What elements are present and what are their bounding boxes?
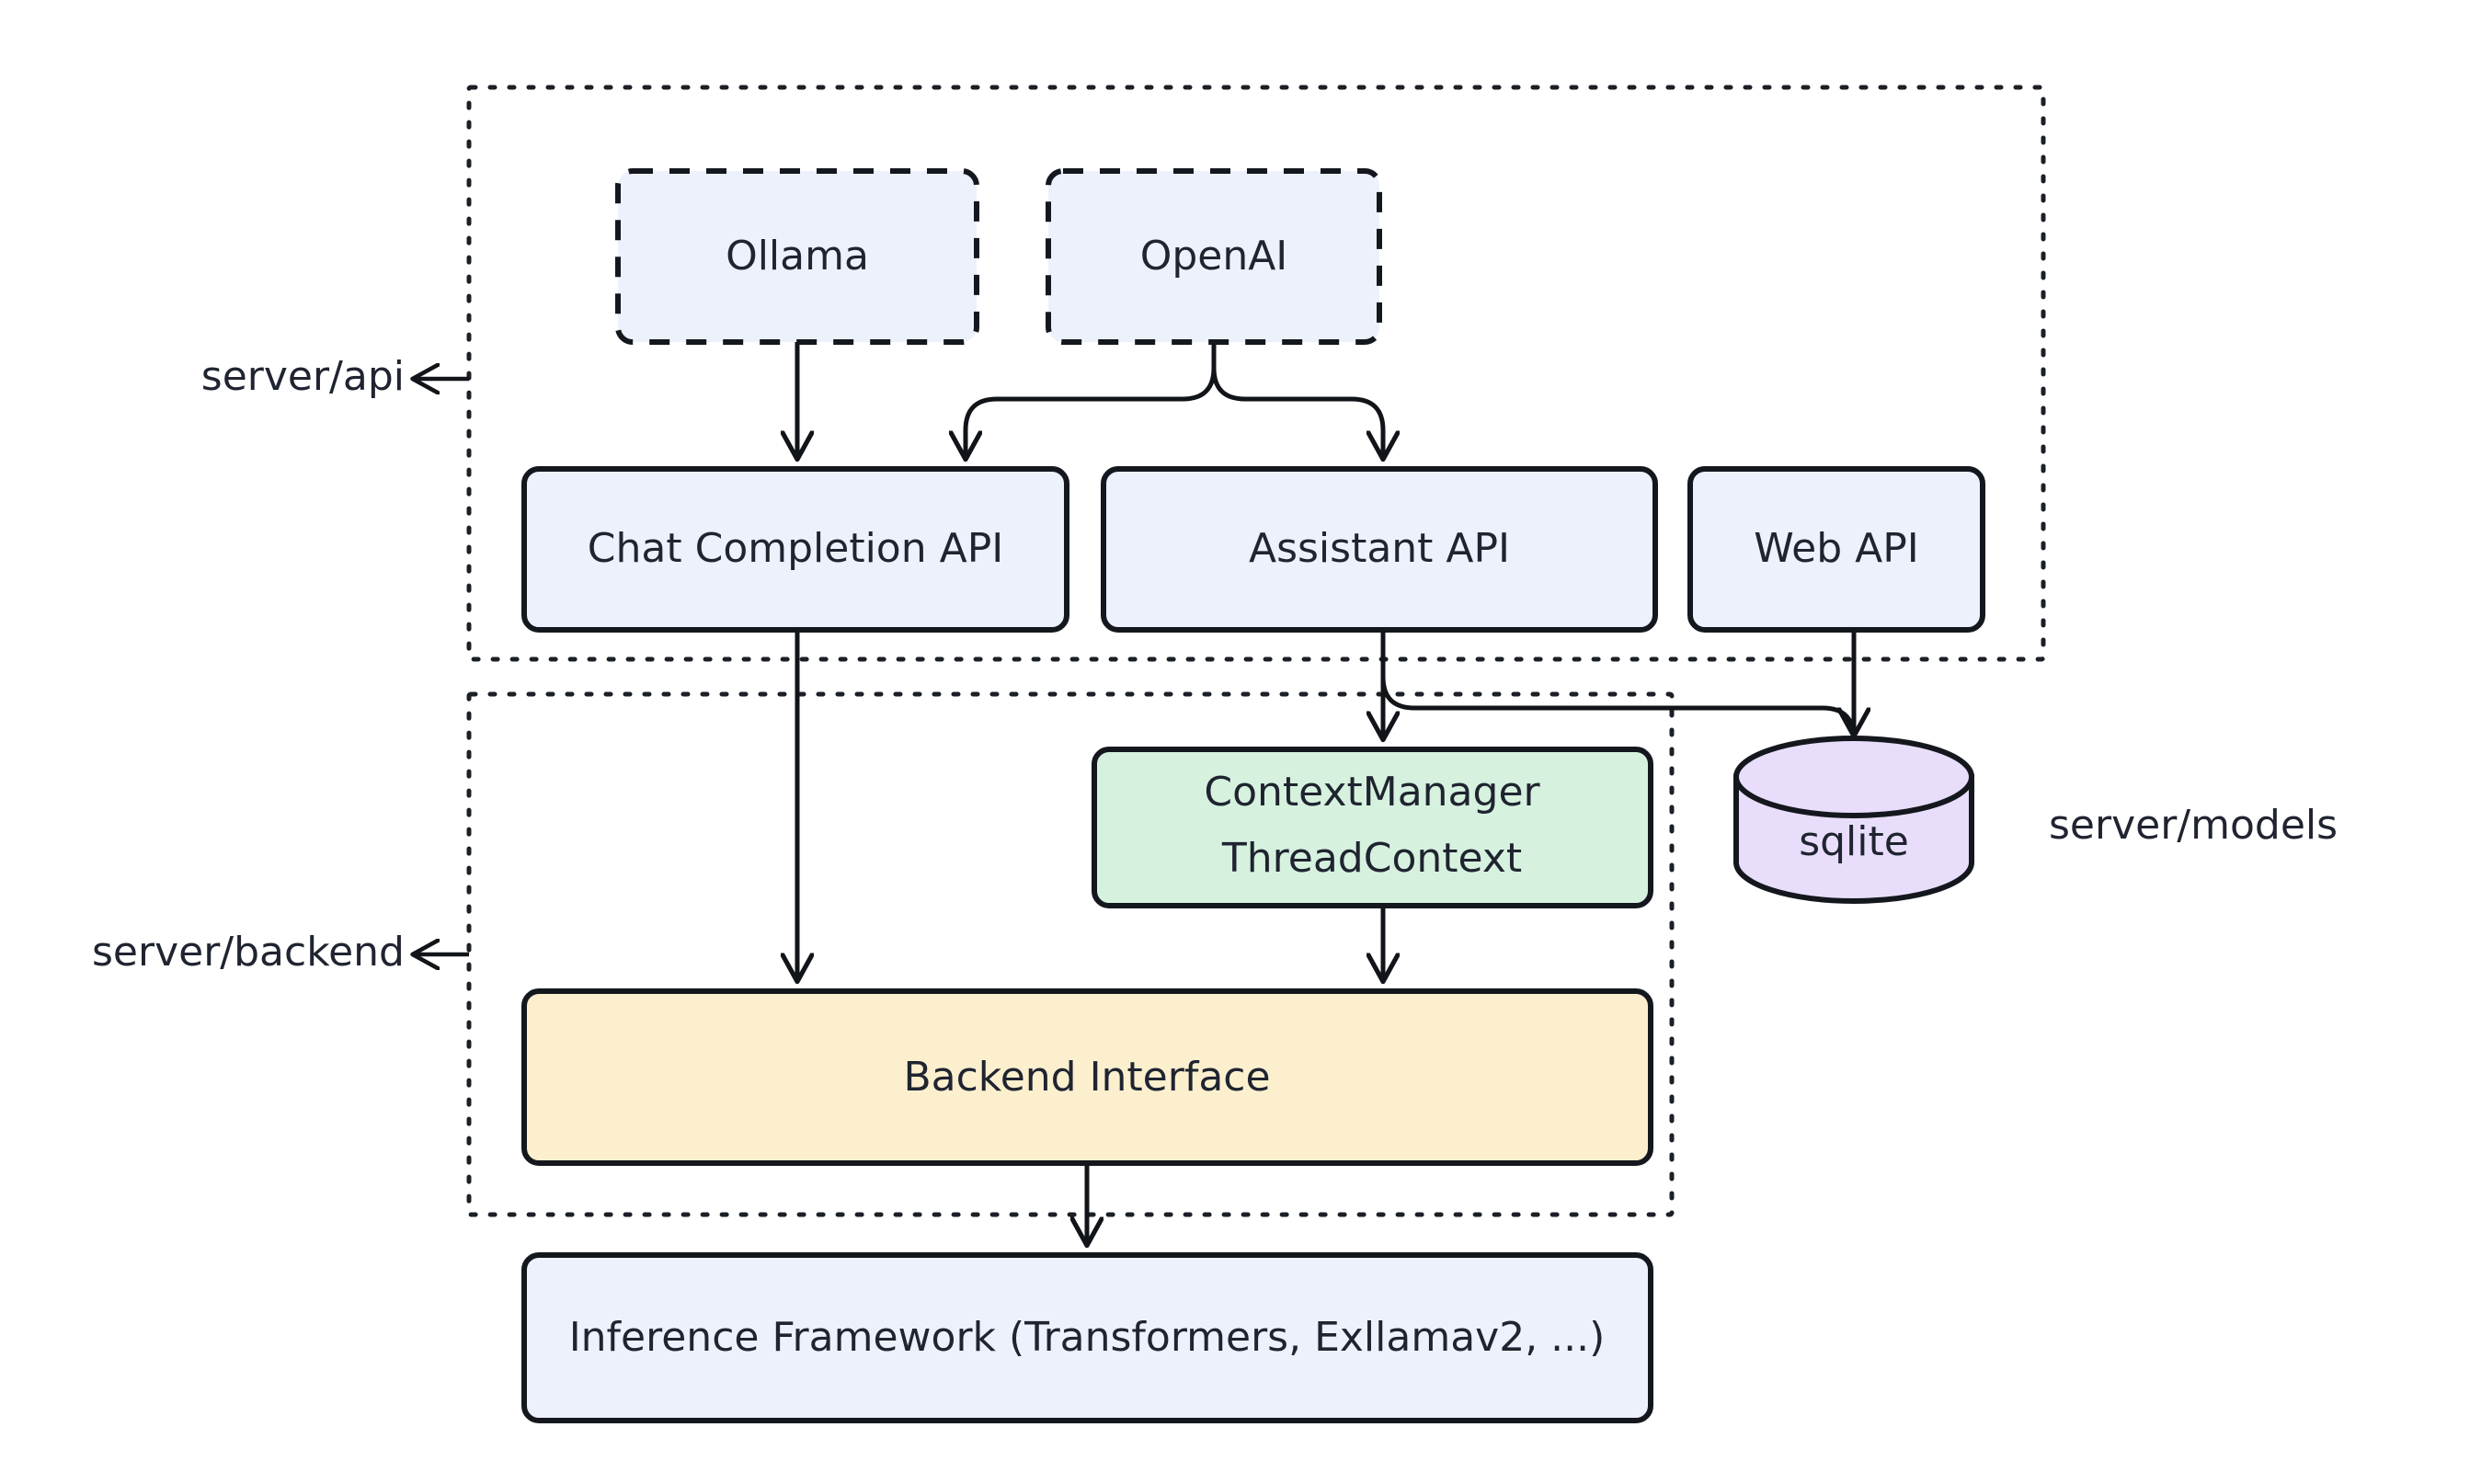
node-chat-completion-api-shape bbox=[521, 466, 1069, 633]
node-chat-completion-api-label: Chat Completion API bbox=[588, 525, 1003, 572]
node-inference-framework-shape bbox=[521, 1252, 1653, 1423]
node-context-manager-label-line1: ContextManager bbox=[1204, 769, 1540, 816]
node-ollama-shape bbox=[615, 168, 979, 345]
node-context-manager-label-line2: ThreadContext bbox=[1221, 835, 1522, 882]
node-web-api-shape bbox=[1687, 466, 1985, 633]
node-sqlite-label: sqlite bbox=[1799, 818, 1909, 865]
node-ollama-label: Ollama bbox=[726, 233, 869, 280]
node-inference-framework-label: Inference Framework (Transformers, Exlla… bbox=[569, 1314, 1606, 1361]
node-context-manager-shape bbox=[1092, 747, 1653, 908]
group-label-server-api: server/api bbox=[201, 353, 405, 400]
node-context-manager[interactable]: ContextManager ThreadContext bbox=[1092, 747, 1653, 908]
node-openai-shape bbox=[1046, 168, 1382, 345]
node-sqlite-top bbox=[1733, 736, 1974, 818]
node-openai-label: OpenAI bbox=[1140, 233, 1288, 280]
node-assistant-api-label: Assistant API bbox=[1249, 525, 1510, 572]
node-web-api[interactable]: Web API bbox=[1687, 466, 1985, 633]
group-container-server-backend bbox=[466, 691, 1675, 1217]
node-backend-interface-shape bbox=[521, 988, 1653, 1166]
group-label-server-backend: server/backend bbox=[92, 929, 405, 976]
node-backend-interface-label: Backend Interface bbox=[903, 1054, 1270, 1101]
node-backend-interface[interactable]: Backend Interface bbox=[521, 988, 1653, 1166]
group-label-server-models: server/models bbox=[2049, 802, 2338, 849]
node-assistant-api-shape bbox=[1101, 466, 1658, 633]
node-sqlite[interactable]: sqlite bbox=[1733, 736, 1974, 904]
node-assistant-api[interactable]: Assistant API bbox=[1101, 466, 1658, 633]
edge-openai-to-assistant-api bbox=[1211, 367, 1383, 456]
node-chat-completion-api[interactable]: Chat Completion API bbox=[521, 466, 1069, 633]
node-web-api-label: Web API bbox=[1754, 525, 1919, 572]
edge-assistant-api-to-sqlite bbox=[1380, 676, 1857, 740]
node-ollama[interactable]: Ollama bbox=[615, 168, 979, 345]
node-openai[interactable]: OpenAI bbox=[1046, 168, 1382, 345]
node-inference-framework[interactable]: Inference Framework (Transformers, Exlla… bbox=[521, 1252, 1653, 1423]
group-container-server-api bbox=[466, 85, 2046, 662]
edge-openai-trunk bbox=[966, 342, 1217, 456]
